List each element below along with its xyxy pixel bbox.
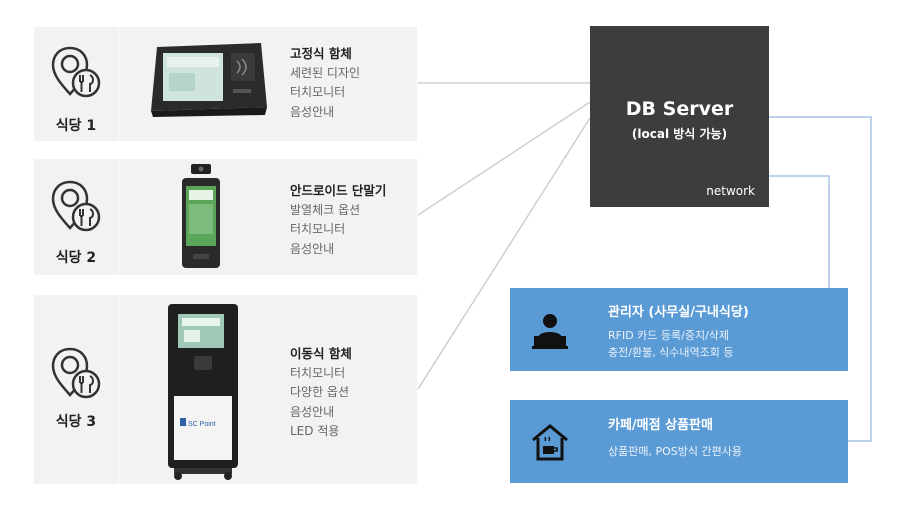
restaurant-label: 식당 2 — [55, 250, 97, 266]
link-restaurant-2 — [417, 101, 591, 216]
restaurant-pin-icon — [51, 180, 101, 232]
feature-item: 터치모니터 — [290, 365, 346, 380]
link-admin — [769, 175, 830, 288]
feature-item: 음성안내 — [290, 104, 335, 119]
restaurant-label: 식당 1 — [55, 118, 97, 134]
restaurant-title: 고정식 함체 — [290, 46, 352, 61]
admin-title: 관리자 (사무실/구내식당) — [608, 305, 749, 320]
feature-item: 발열체크 옵션 — [290, 202, 361, 217]
restaurant-label-cell: 식당 2 — [34, 159, 119, 275]
cafe-line: 상품판매, POS방식 간편사용 — [608, 445, 742, 458]
restaurant-title: 이동식 함체 — [290, 346, 352, 361]
admin-person-icon — [532, 314, 568, 349]
restaurant-title: 안드로이드 단말기 — [290, 183, 387, 198]
restaurant-pin-icon — [51, 46, 101, 98]
link-cafe — [769, 116, 872, 442]
feature-item: 세련된 디자인 — [290, 65, 361, 80]
server-subtitle: (local 방식 가능) — [631, 127, 728, 141]
restaurant-panel-3: 식당 3 SC Point 이동식 함체 터치모니터 다양한 옵션 음성안내 L… — [34, 295, 417, 484]
feature-item: LED 적용 — [290, 424, 340, 438]
cafe-box: 카페/매점 상품판매 상품판매, POS방식 간편사용 — [510, 400, 848, 483]
feature-item: 음성안내 — [290, 404, 335, 419]
admin-line: 충전/환불, 식수내역조회 등 — [608, 346, 734, 359]
android-terminal-image — [182, 164, 220, 268]
network-label: network — [706, 184, 755, 198]
restaurant-panel-2: 식당 2 안드로이드 단말기 발열체크 옵션 터치모니터 음성안내 — [34, 159, 417, 275]
mobile-kiosk-image: SC Point — [168, 304, 238, 480]
restaurant-pin-icon — [51, 347, 101, 399]
restaurant-desc: 고정식 함체 세련된 디자인 터치모니터 음성안내 — [290, 44, 360, 122]
cafe-store-icon — [532, 424, 568, 461]
cafe-title: 카페/매점 상품판매 — [608, 418, 713, 433]
restaurant-desc: 이동식 함체 터치모니터 다양한 옵션 음성안내 LED 적용 — [290, 344, 352, 442]
feature-item: 터치모니터 — [290, 85, 346, 99]
db-server-box: DB Server (local 방식 가능) network — [590, 26, 769, 207]
fixed-kiosk-image — [151, 43, 267, 117]
feature-item: 터치모니터 — [290, 222, 346, 236]
server-name: DB Server — [625, 98, 734, 120]
feature-item: 다양한 옵션 — [290, 385, 350, 399]
feature-item: 음성안내 — [290, 241, 335, 256]
restaurant-label: 식당 3 — [55, 414, 97, 430]
restaurant-panel-1: 식당 1 고정식 함체 세련된 디자인 터치모니터 음성안내 — [34, 27, 417, 141]
admin-line: RFID 카드 등록/중지/삭제 — [608, 329, 730, 342]
admin-box: 관리자 (사무실/구내식당) RFID 카드 등록/중지/삭제 충전/환불, 식… — [510, 288, 848, 371]
restaurant-desc: 안드로이드 단말기 발열체크 옵션 터치모니터 음성안내 — [290, 181, 386, 259]
kiosk-brand-logo: SC Point — [188, 421, 216, 428]
link-restaurant-3 — [417, 117, 591, 390]
restaurant-label-cell: 식당 3 — [34, 295, 119, 484]
restaurant-label-cell: 식당 1 — [34, 27, 119, 141]
